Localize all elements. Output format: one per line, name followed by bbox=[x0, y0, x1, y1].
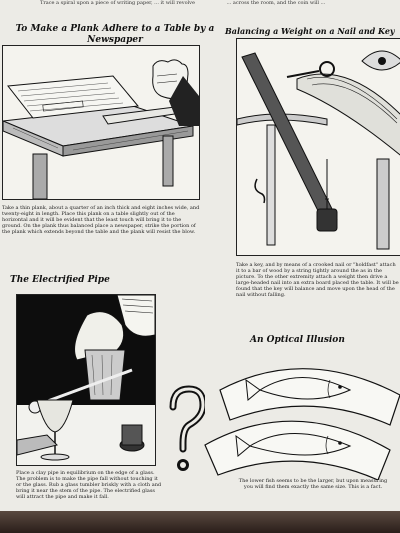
fish-drawing bbox=[204, 368, 400, 480]
section2-title: Balancing a Weight on a Nail and Key bbox=[225, 26, 395, 36]
section4-title: An Optical Illusion bbox=[250, 335, 345, 345]
top-text-strip: Trace a spiral upon a piece of writing p… bbox=[0, 0, 400, 12]
section4-body: The lower fish seems to be the larger, b… bbox=[238, 478, 388, 490]
top-strip-left: Trace a spiral upon a piece of writing p… bbox=[40, 0, 195, 6]
question-mark-graphic bbox=[169, 385, 205, 471]
plank-drawing bbox=[3, 59, 199, 199]
pipe-illustration bbox=[16, 294, 156, 466]
section3-body: Place a clay pipe in equilibrium on the … bbox=[16, 470, 162, 500]
section3-title: The Electrified Pipe bbox=[10, 275, 110, 285]
key-illustration bbox=[236, 38, 400, 256]
section1-body: Take a thin plank, about a quarter of an… bbox=[2, 205, 200, 235]
key-drawing bbox=[237, 50, 400, 250]
plank-illustration bbox=[2, 45, 200, 200]
photo-bottom-edge bbox=[0, 511, 400, 533]
section1-title: To Make a Plank Adhere to a Table by a N… bbox=[15, 24, 215, 45]
top-strip-right: ... across the room, and the coin will .… bbox=[226, 0, 326, 6]
pipe-drawing bbox=[17, 295, 155, 465]
section2-body: Take a key, and by means of a crooked na… bbox=[236, 262, 399, 298]
optical-illusion-illustration bbox=[200, 350, 400, 480]
